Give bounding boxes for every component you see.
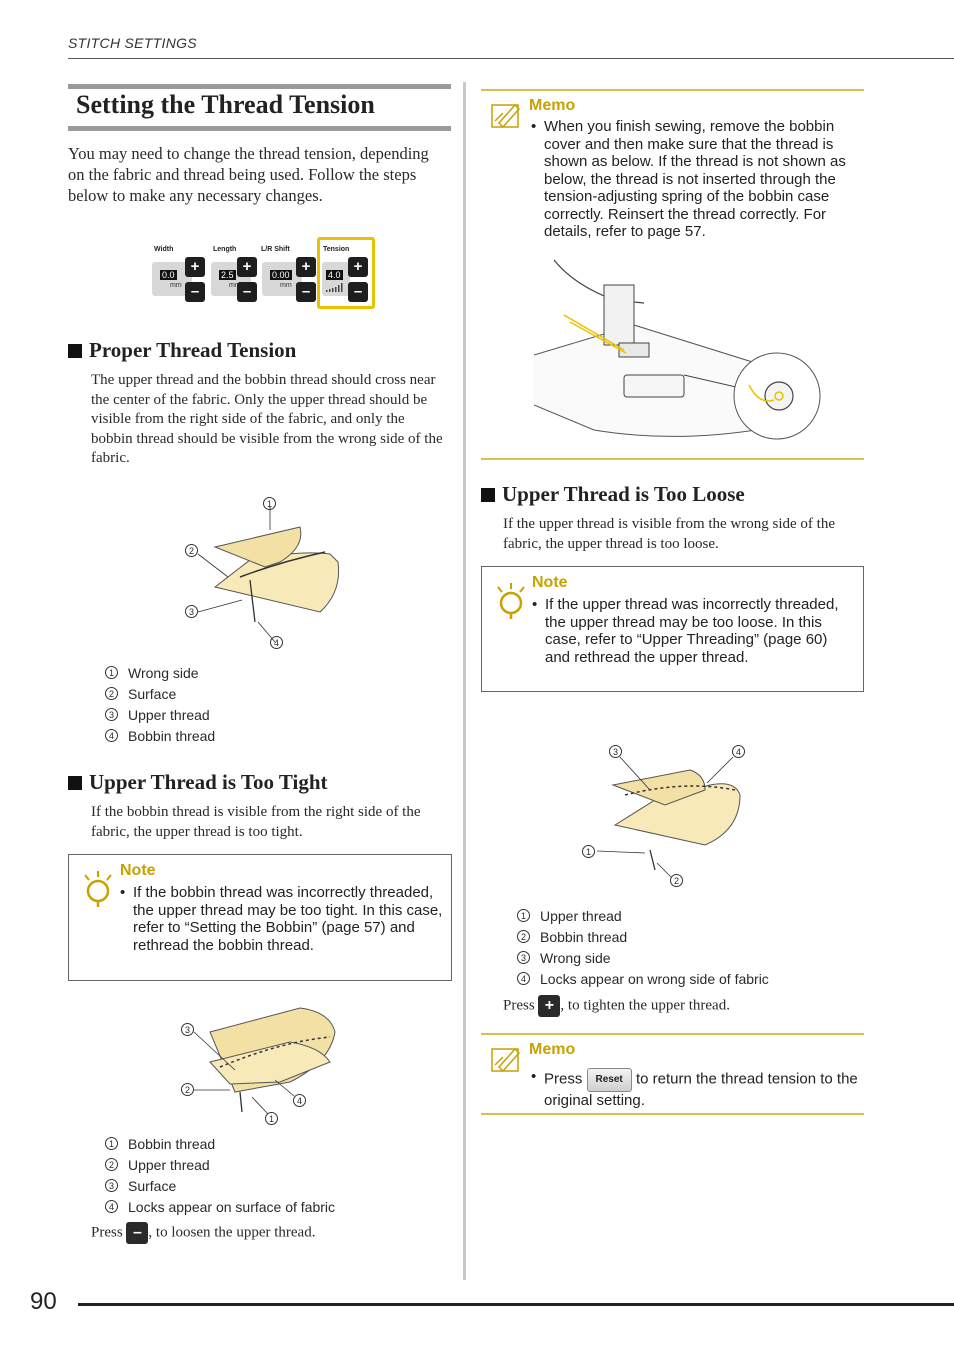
memo-title: Memo [529,97,576,114]
shift-display: 0.00 mm [262,262,302,296]
width-plus-button[interactable]: + [185,257,205,277]
callout-3: 3 [181,1023,194,1036]
shift-label: L/R Shift [261,246,290,253]
heading-square-icon [68,775,82,790]
bobbin-case-illustration [534,259,821,440]
loose-tension-diagram [596,756,741,878]
tight-press-instruction: Press –, to loosen the upper thread. [91,1222,315,1244]
width-label: Width [154,246,174,253]
callout-2: 2 [181,1083,194,1096]
note-lightbulb-icon [497,583,525,619]
note-title: Note [120,862,156,879]
callout-2: 2 [670,874,683,887]
tension-level-icon [326,283,343,292]
minus-button[interactable]: – [126,1222,149,1244]
title-bar-bottom [68,126,451,131]
loose-heading: Upper Thread is Too Loose [481,482,745,507]
callout-1: 1 [263,497,276,510]
tension-highlight [317,237,375,309]
page-number: 90 [30,1288,57,1315]
callout-4: 4 [732,745,745,758]
callout-4: 4 [293,1094,306,1107]
tension-label: Tension [323,246,350,253]
callout-3: 3 [609,745,622,758]
length-plus-button[interactable]: + [237,257,257,277]
loose-note: Note •If the upper thread was incorrectl… [481,566,864,692]
tension-minus-button[interactable]: – [348,282,368,302]
loose-text: If the upper thread is visible from the … [503,516,835,552]
memo-rule-bottom [481,1113,864,1115]
memo-pencil-icon [491,1047,521,1073]
heading-square-icon [481,487,495,502]
column-divider [463,82,466,1280]
width-minus-button[interactable]: – [185,282,205,302]
plus-button[interactable]: + [538,995,561,1017]
note-bullet: •If the bobbin thread was incorrectly th… [120,884,443,954]
callout-1: 1 [582,845,595,858]
footer-rule [78,1303,954,1306]
heading-square-icon [68,343,82,358]
note-bullet: •If the upper thread was incorrectly thr… [532,596,839,666]
length-label: Length [213,246,237,253]
proper-tension-text: The upper thread and the bobbin thread s… [91,372,443,466]
tight-note: Note •If the bobbin thread was incorrect… [68,854,452,981]
memo-bullet: • Press Reset to return the thread tensi… [531,1068,858,1109]
section-label: STITCH SETTINGS [68,35,197,51]
memo-title: Memo [529,1041,576,1058]
memo-rule-top [481,1033,864,1035]
callout-2: 2 [185,544,198,557]
length-minus-button[interactable]: – [237,282,257,302]
tight-text: If the bobbin thread is visible from the… [91,804,421,840]
header-rule [68,58,954,59]
callout-1: 1 [265,1112,278,1125]
memo-rule-top [481,89,864,91]
title-bar-top [68,84,451,89]
memo-pencil-icon [491,103,521,129]
callout-4: 4 [270,636,283,649]
proper-tension-diagram [197,506,340,643]
tension-plus-button[interactable]: + [348,257,368,277]
note-lightbulb-icon [84,871,112,907]
shift-minus-button[interactable]: – [296,282,316,302]
shift-plus-button[interactable]: + [296,257,316,277]
callout-3: 3 [185,605,198,618]
proper-tension-heading: Proper Thread Tension [68,338,296,363]
memo-rule-bottom [481,458,864,460]
page-title: Setting the Thread Tension [76,90,375,119]
loose-press-instruction: Press +, to tighten the upper thread. [503,995,730,1017]
note-title: Note [532,574,568,591]
tight-heading: Upper Thread is Too Tight [68,770,328,795]
tight-tension-diagram [193,1007,336,1115]
reset-button[interactable]: Reset [586,1068,632,1092]
intro-paragraph: You may need to change the thread tensio… [68,144,429,205]
stitch-settings-panel: Width Length L/R Shift Tension 0.0 mm + … [150,236,376,310]
memo-bullet: •When you finish sewing, remove the bobb… [531,118,846,240]
tension-display: 4.0 [322,262,350,296]
